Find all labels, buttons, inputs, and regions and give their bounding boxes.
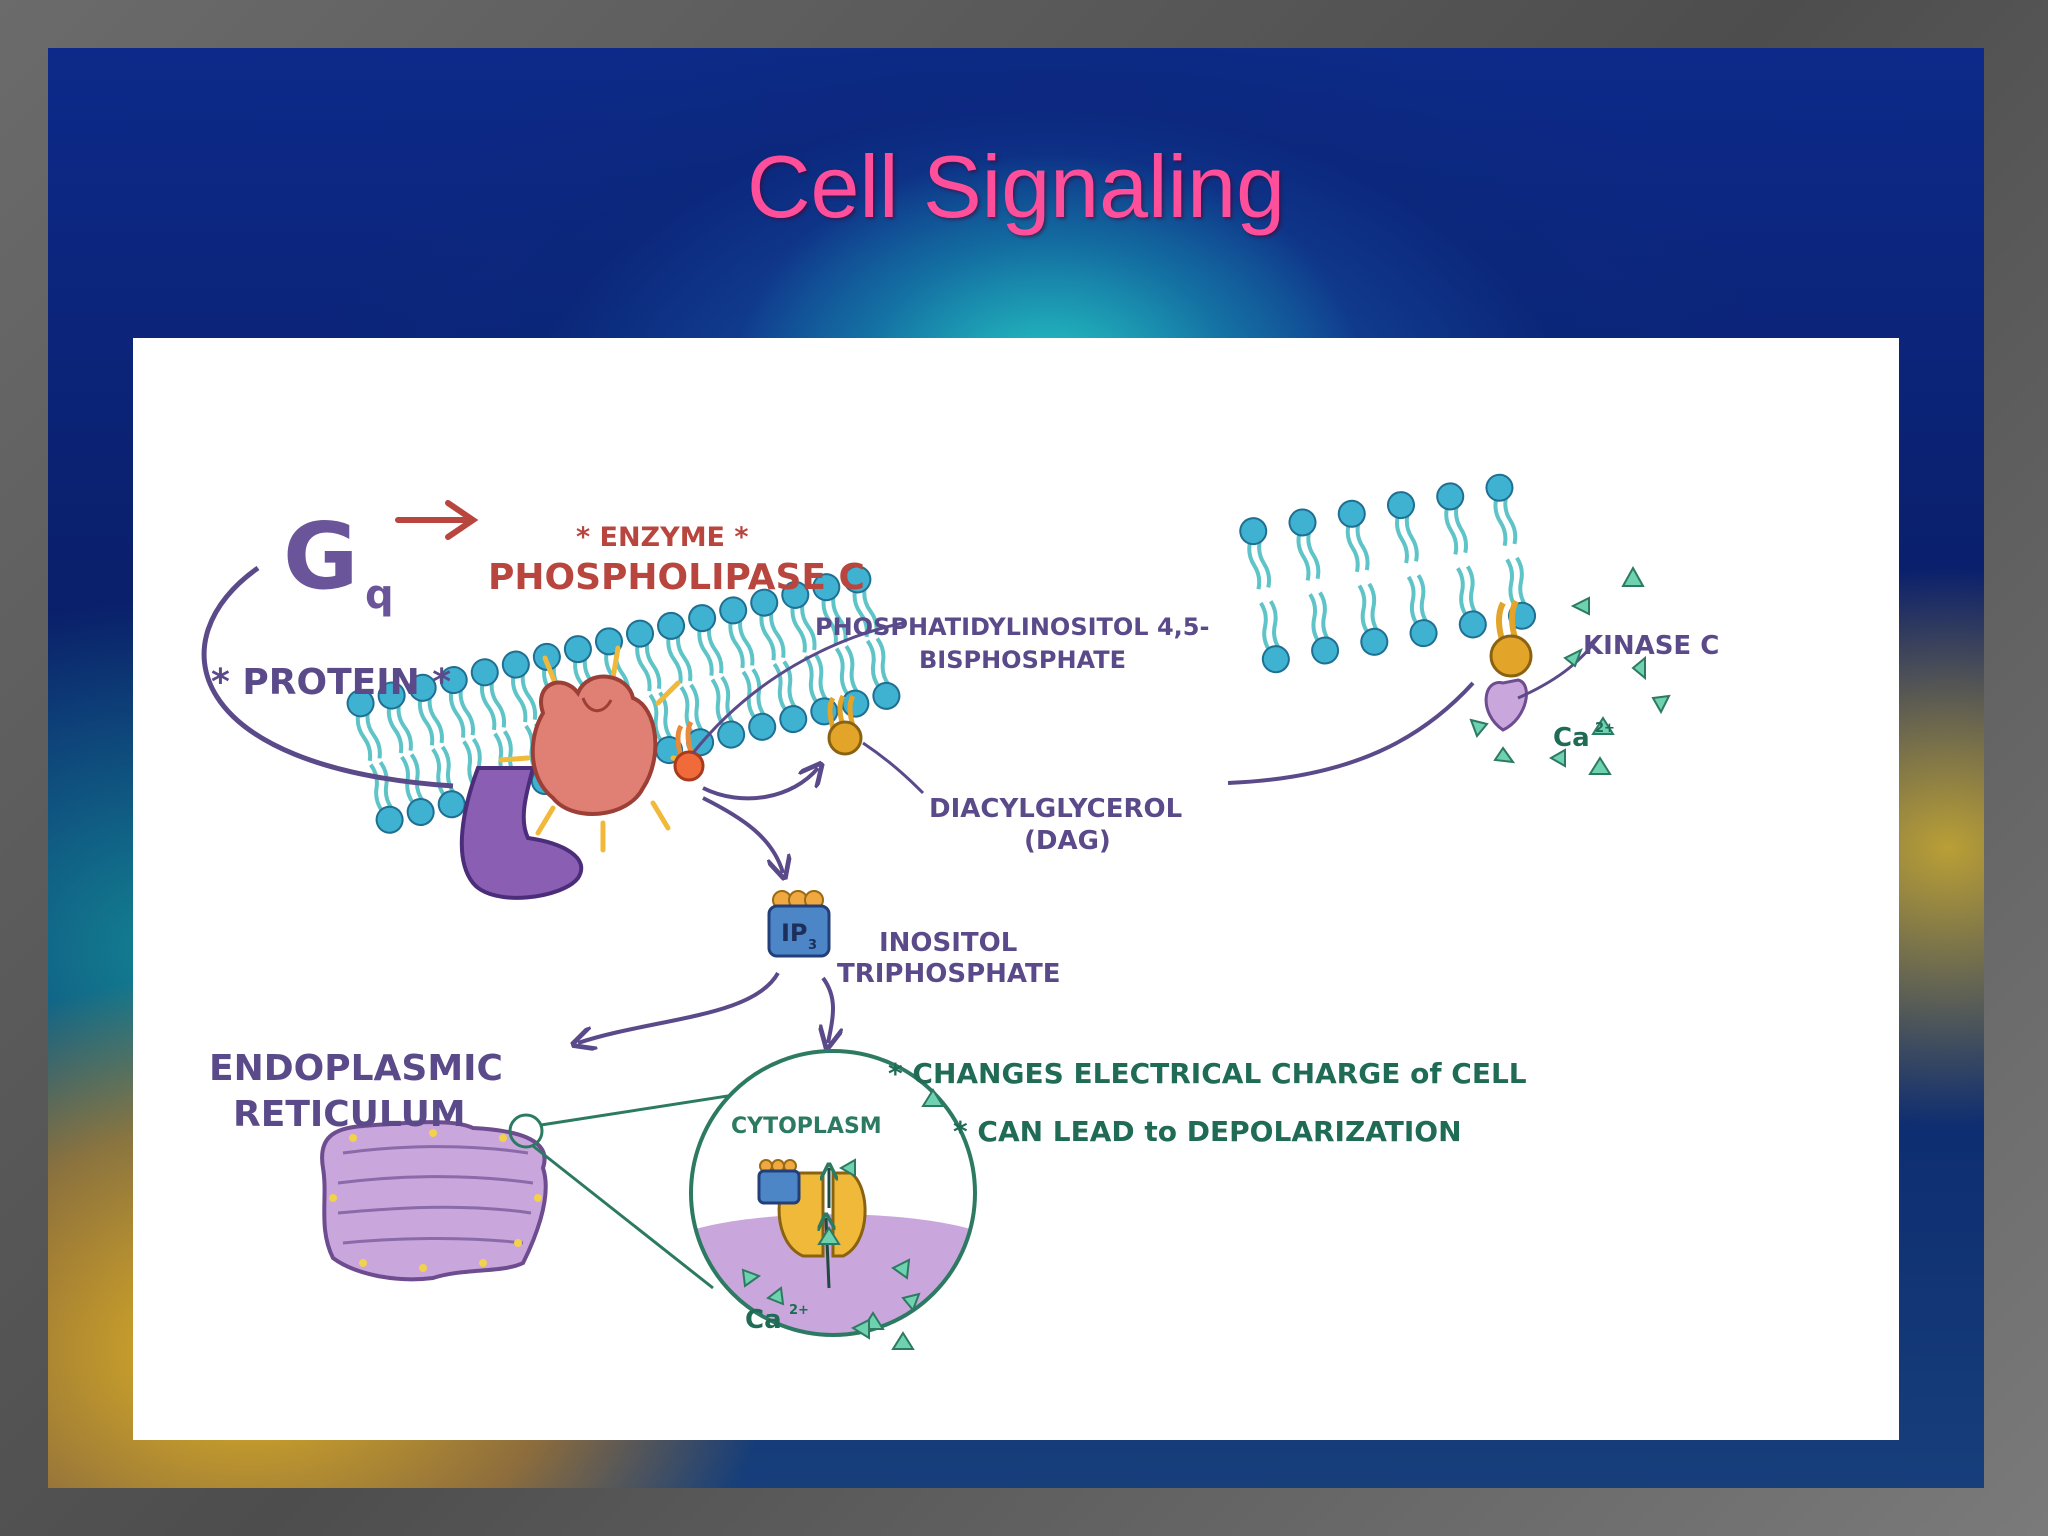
protein-label: * PROTEIN * <box>211 662 451 703</box>
ca-label-zoom: Ca <box>745 1305 782 1335</box>
inositol-label-line1: INOSITOL <box>879 928 1017 958</box>
kinase-leader-line <box>1517 637 1600 700</box>
g-letter: G <box>283 503 359 610</box>
ca-sup-right: 2+ <box>1595 721 1615 736</box>
gq-to-plc-arrow <box>395 500 479 540</box>
pip2-label-line2: BISPHOSPHATE <box>919 646 1126 674</box>
pip2-to-dag-arrow <box>702 768 818 801</box>
kinase-membrane <box>1236 470 1540 677</box>
ip3-box-subscript: 3 <box>808 938 817 953</box>
ip3-to-cytoplasm-arrow <box>823 976 833 1043</box>
gq-curve-arrow <box>201 565 454 789</box>
enzyme-label: * ENZYME * <box>576 522 749 553</box>
g-subscript: q <box>365 572 394 618</box>
ip3-box-label: IP <box>781 919 808 947</box>
dag-leader-line <box>862 741 925 795</box>
slide: Cell Signaling <box>48 48 1984 1488</box>
er-label-line2: RETICULUM <box>233 1094 466 1135</box>
gq-protein-shape <box>459 766 584 900</box>
cytoplasm-zoom-circle <box>689 1049 977 1350</box>
phospholipase-c-enzyme <box>498 645 701 853</box>
ip3-box: IP 3 <box>767 890 831 958</box>
calcium-ions-right <box>1469 565 1671 775</box>
endoplasmic-reticulum <box>320 1113 548 1282</box>
kinase-c-label: KINASE C <box>1583 631 1719 661</box>
ip3-to-er-arrow <box>578 971 780 1043</box>
dag-molecule <box>827 694 863 756</box>
inositol-label-line2: TRIPHOSPHATE <box>837 959 1061 989</box>
er-label-line1: ENDOPLASMIC <box>209 1048 503 1089</box>
diagram-panel: IP 3 <box>133 338 1899 1440</box>
ca-sup-zoom: 2+ <box>789 1303 809 1318</box>
dag-label-line2: (DAG) <box>1024 826 1111 856</box>
dag-to-kinase-line <box>1227 681 1475 785</box>
pip2-molecule <box>673 720 705 782</box>
cell-signaling-diagram: IP 3 <box>201 470 1719 1350</box>
dag-label-line1: DIACYLGLYCEROL <box>929 794 1182 824</box>
note-depolarization: * CAN LEAD to DEPOLARIZATION <box>953 1115 1462 1148</box>
ip3-bound <box>757 1159 801 1205</box>
pip2-to-ip3-arrow <box>702 796 783 873</box>
pip2-label-line1: PHOSPHATIDYLINOSITOL 4,5- <box>815 613 1209 641</box>
cytoplasm-label: CYTOPLASM <box>731 1114 882 1139</box>
ca-label-right: Ca <box>1553 723 1590 753</box>
phospholipase-label: PHOSPHOLIPASE C <box>488 557 865 598</box>
slide-title: Cell Signaling <box>746 137 1286 236</box>
calcium-channel <box>777 1168 867 1289</box>
pip2-leader-line <box>691 621 904 754</box>
protein-kinase-c-shape <box>1484 599 1533 732</box>
calcium-ions-zoom <box>741 1088 945 1350</box>
note-electrical-charge: * CHANGES ELECTRICAL CHARGE of CELL <box>888 1057 1527 1090</box>
